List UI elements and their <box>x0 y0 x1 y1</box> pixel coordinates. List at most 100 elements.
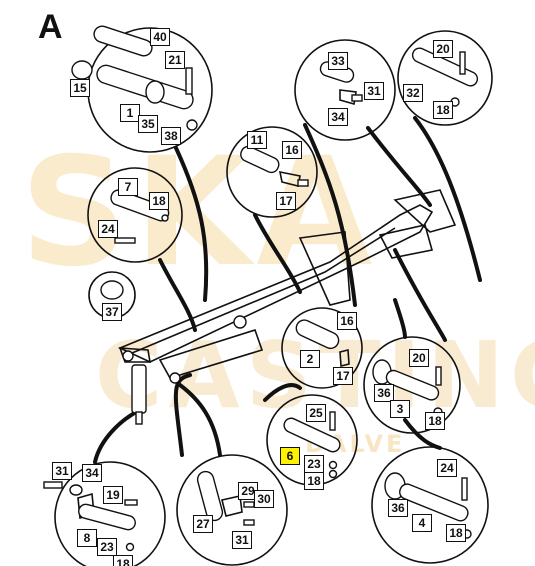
bolt-24-b <box>461 477 468 501</box>
part-number-18[interactable]: 18 <box>304 472 324 490</box>
bolt-21 <box>185 67 193 95</box>
part-number-18[interactable]: 18 <box>149 192 169 210</box>
boom-lower-link <box>158 329 264 379</box>
part-number-16[interactable]: 16 <box>337 312 357 330</box>
part-number-34[interactable]: 34 <box>328 108 348 126</box>
nut-18-b <box>161 214 169 222</box>
part-number-31[interactable]: 31 <box>232 531 252 549</box>
part-number-24[interactable]: 24 <box>98 220 118 238</box>
part-number-18[interactable]: 18 <box>113 555 133 566</box>
boom-head-bracket <box>393 189 457 233</box>
section-letter: A <box>38 8 63 46</box>
part-number-17[interactable]: 17 <box>333 367 353 385</box>
part-number-3[interactable]: 3 <box>390 400 410 418</box>
leader-line <box>393 298 407 339</box>
part-number-31[interactable]: 31 <box>52 462 72 480</box>
leader-line <box>174 146 209 302</box>
plate-16-b <box>339 348 350 368</box>
pin-3 <box>385 369 440 401</box>
pin-7 <box>110 189 170 222</box>
detail-circle-pin-2 <box>281 307 363 389</box>
washer-23 <box>328 460 338 470</box>
pin-27 <box>196 470 224 522</box>
part-number-29[interactable]: 29 <box>238 482 258 500</box>
bolt-19 <box>124 499 138 506</box>
nut-18-d <box>328 469 338 479</box>
bolt-24 <box>114 237 136 244</box>
part-number-19[interactable]: 19 <box>103 486 123 504</box>
pin-6 <box>283 417 341 453</box>
detail-circle-pin-11 <box>226 126 318 218</box>
pin-1 <box>96 64 194 110</box>
components <box>43 25 479 552</box>
leader-line <box>158 258 197 332</box>
part-number-4[interactable]: 4 <box>412 514 432 532</box>
leader-line <box>413 116 482 282</box>
hydraulic-ram-rod <box>135 411 143 425</box>
plate-16 <box>278 170 301 187</box>
boom-pivot-hole <box>233 315 247 329</box>
bolt-31-c <box>243 519 255 526</box>
boom-mid-section <box>298 231 351 306</box>
leader-line <box>178 383 222 457</box>
leader-line <box>173 373 192 457</box>
bush-15 <box>71 60 93 80</box>
part-number-31[interactable]: 31 <box>364 82 384 100</box>
part-number-21[interactable]: 21 <box>165 51 185 69</box>
plate-34 <box>339 89 357 106</box>
part-number-1[interactable]: 1 <box>120 104 140 122</box>
part-number-34[interactable]: 34 <box>82 464 102 482</box>
leader-line <box>403 418 442 450</box>
part-number-24[interactable]: 24 <box>437 459 457 477</box>
part-number-18[interactable]: 18 <box>446 524 466 542</box>
leader-lines <box>93 116 482 464</box>
leader-line <box>303 123 357 307</box>
part-number-17[interactable]: 17 <box>276 192 296 210</box>
bolt-25 <box>329 411 336 431</box>
leader-line <box>253 213 302 294</box>
part-number-37[interactable]: 37 <box>102 303 122 321</box>
part-number-36[interactable]: 36 <box>374 384 394 402</box>
part-number-38[interactable]: 38 <box>161 127 181 145</box>
leader-line <box>93 408 142 464</box>
collar-35 <box>145 80 165 104</box>
part-number-40[interactable]: 40 <box>150 28 170 46</box>
pin-8 <box>78 503 136 531</box>
part-number-6[interactable]: 6 <box>280 447 300 465</box>
pin-4 <box>399 483 469 522</box>
part-number-18[interactable]: 18 <box>433 101 453 119</box>
detail-circle-pin-27 <box>176 454 288 566</box>
washer-34 <box>69 484 83 496</box>
watermark-big: SKA <box>20 126 379 300</box>
detail-circle-pin-8 <box>54 461 166 566</box>
bush-40 <box>93 25 153 57</box>
nut-38 <box>186 119 198 131</box>
part-number-11[interactable]: 11 <box>247 131 267 149</box>
part-number-23[interactable]: 23 <box>304 455 324 473</box>
part-number-36[interactable]: 36 <box>388 499 408 517</box>
part-number-20[interactable]: 20 <box>409 349 429 367</box>
bush-37 <box>100 280 124 300</box>
part-number-25[interactable]: 25 <box>306 404 326 422</box>
part-number-2[interactable]: 2 <box>300 350 320 368</box>
part-number-32[interactable]: 32 <box>403 84 423 102</box>
detail-circle-pin-4 <box>371 446 489 564</box>
part-number-33[interactable]: 33 <box>328 52 348 70</box>
bolt-20 <box>459 51 466 75</box>
part-number-18[interactable]: 18 <box>425 412 445 430</box>
bolt-31 <box>351 94 363 102</box>
part-number-16[interactable]: 16 <box>282 141 302 159</box>
part-number-35[interactable]: 35 <box>138 115 158 133</box>
part-number-15[interactable]: 15 <box>70 79 90 97</box>
part-number-27[interactable]: 27 <box>193 515 213 533</box>
part-number-30[interactable]: 30 <box>254 490 274 508</box>
bolt-20-b <box>435 366 442 386</box>
boom-head-plate <box>378 224 434 259</box>
part-number-8[interactable]: 8 <box>77 529 97 547</box>
boom-arm-edge <box>124 227 396 357</box>
part-number-23[interactable]: 23 <box>97 538 117 556</box>
part-number-20[interactable]: 20 <box>433 40 453 58</box>
part-number-7[interactable]: 7 <box>118 178 138 196</box>
boom-foot-pivot <box>122 350 134 362</box>
